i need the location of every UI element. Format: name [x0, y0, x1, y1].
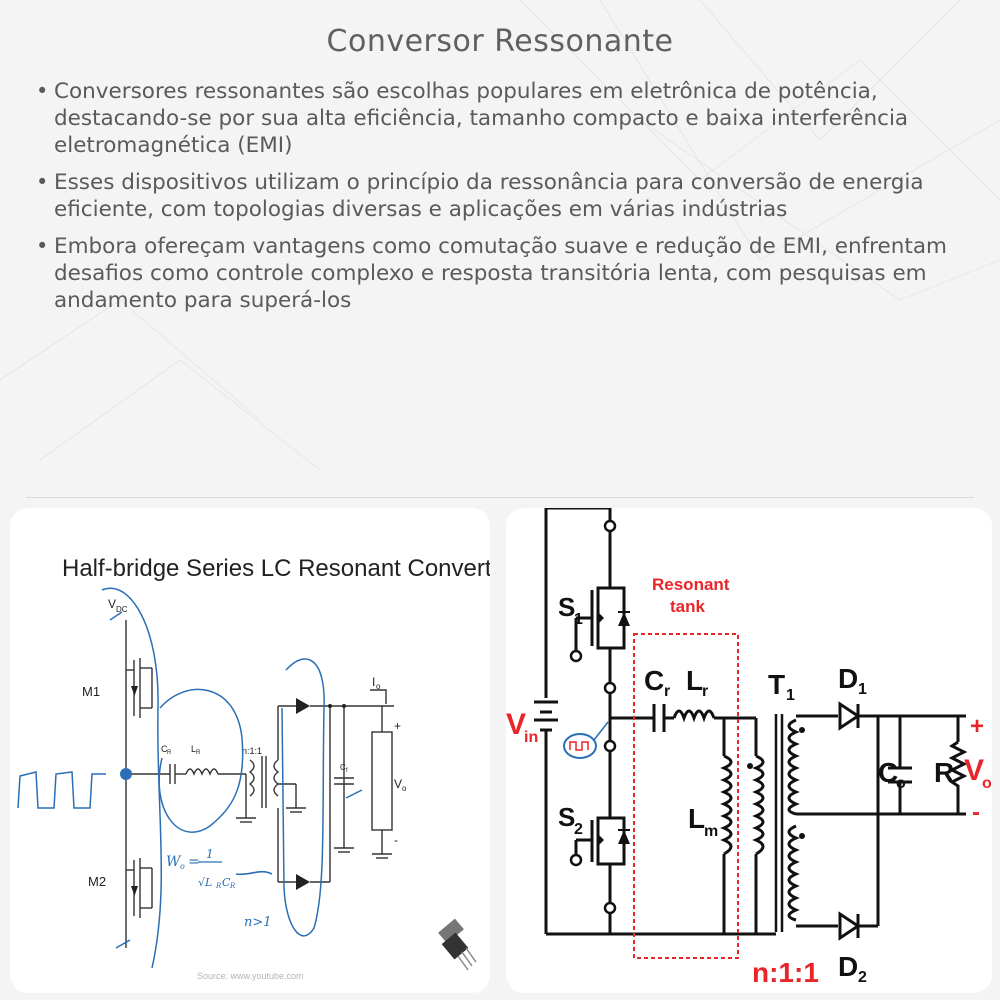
vin-label: V	[506, 708, 526, 741]
omega-eq: =	[188, 854, 200, 870]
omega-den-c-sub: R	[229, 882, 236, 890]
d1-label: D	[838, 663, 858, 694]
resonant-tank-label: Resonant	[652, 575, 730, 594]
section-divider	[26, 497, 974, 498]
resonant-tank-label-2: tank	[670, 597, 706, 616]
lm-label: L	[688, 803, 705, 834]
bullet-dot: •	[36, 234, 49, 258]
cr-label: C	[161, 744, 168, 754]
vdc-label: V	[108, 597, 116, 611]
m2-label: M2	[88, 874, 106, 889]
lr-label: L	[191, 744, 196, 754]
omega-num: 1	[206, 847, 214, 861]
vdc-sub: DC	[116, 605, 128, 614]
omega-den-c: C	[222, 876, 231, 889]
bullet-text: Conversores ressonantes são escolhas pop…	[54, 79, 909, 158]
r-label: R	[934, 757, 954, 788]
bullet-item: •Conversores ressonantes são escolhas po…	[36, 78, 976, 159]
co-label: C	[878, 757, 898, 788]
left-figure-card: Half-bridge Series LC Resonant Converter	[10, 508, 490, 993]
bullet-list: •Conversores ressonantes são escolhas po…	[36, 78, 976, 324]
vin-sub: in	[524, 729, 538, 746]
cf-sub: f	[346, 768, 348, 774]
background-texture	[0, 0, 1000, 471]
vo-label: V	[394, 777, 402, 791]
co-sub: o	[896, 775, 906, 792]
right-figure-card: S 1 S 2 C r L r L m T 1 D 1 D 2 C o R n:…	[506, 508, 992, 993]
cr-sub: r	[664, 683, 670, 700]
omega-den-l: R	[215, 882, 222, 890]
bullet-dot: •	[36, 170, 49, 194]
d2-label: D	[838, 951, 858, 982]
bullet-item: •Esses dispositivos utilizam o princípio…	[36, 169, 976, 223]
lr-sub: R	[196, 750, 201, 756]
vo-label: V	[964, 754, 984, 787]
bullet-item: •Embora ofereçam vantagens como comutaçã…	[36, 233, 976, 314]
io-sub: o	[376, 682, 381, 691]
resonant-converter-schematic: S 1 S 2 C r L r L m T 1 D 1 D 2 C o R n:…	[506, 508, 992, 988]
d1-sub: 1	[858, 681, 867, 698]
omega-label: W	[166, 854, 182, 870]
omega-sub: o	[180, 862, 185, 871]
ratio-label: n:1:1	[242, 746, 262, 756]
minus-label: -	[394, 833, 398, 847]
cr-sub: R	[167, 750, 172, 756]
cr-label: C	[644, 665, 664, 696]
lm-sub: m	[704, 823, 718, 840]
lr-sub: r	[702, 683, 708, 700]
plus-label: +	[970, 713, 984, 740]
io-label: I	[372, 675, 375, 689]
s1-sub: 1	[574, 611, 583, 628]
minus-label: -	[972, 799, 980, 826]
bullet-dot: •	[36, 79, 49, 103]
bullet-text: Embora ofereçam vantagens como comutação…	[54, 234, 947, 313]
figure-heading: Half-bridge Series LC Resonant Converter	[62, 555, 490, 582]
vo-sub: o	[982, 775, 992, 792]
s1-label: S	[558, 592, 575, 622]
s2-sub: 2	[574, 821, 583, 838]
cf-label: C	[340, 763, 346, 772]
plus-label: +	[394, 719, 401, 733]
n-note: n>1	[244, 915, 272, 930]
t1-label: T	[768, 669, 785, 700]
page-title: Conversor Ressonante	[326, 24, 674, 59]
figure-source: Source: www.youtube.com	[197, 971, 304, 981]
m1-label: M1	[82, 684, 100, 699]
d2-sub: 2	[858, 969, 867, 986]
vo-sub: o	[402, 784, 407, 793]
s2-label: S	[558, 802, 575, 832]
bullet-text: Esses dispositivos utilizam o princípio …	[54, 170, 924, 222]
lr-label: L	[686, 665, 703, 696]
omega-den: √L	[198, 876, 212, 889]
half-bridge-schematic: Half-bridge Series LC Resonant Converter	[17, 555, 490, 971]
t1-sub: 1	[786, 687, 795, 704]
ratio-label: n:1:1	[752, 957, 819, 988]
transistor-component-icon	[438, 918, 477, 971]
